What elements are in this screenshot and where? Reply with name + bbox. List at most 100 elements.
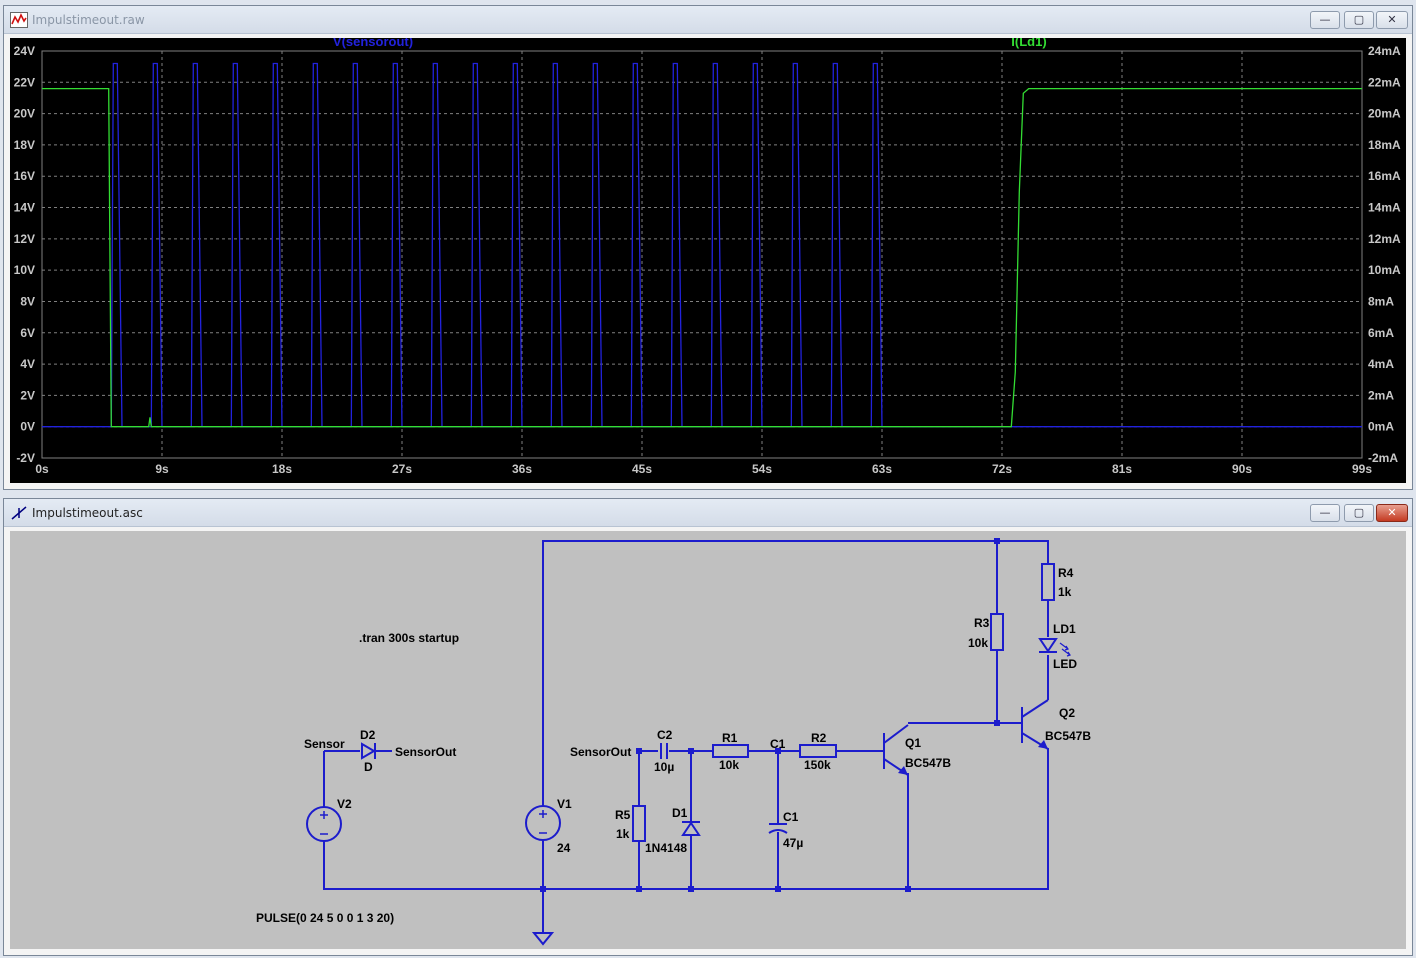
y-tick-label-right: 12mA	[1368, 232, 1401, 246]
plot-window-titlebar[interactable]: Impulstimeout.raw — ▢ ✕	[4, 6, 1412, 34]
legend-i-ld1[interactable]: I(Ld1)	[1011, 38, 1046, 49]
c1-name[interactable]: C1	[783, 810, 799, 824]
y-tick-label-right: 22mA	[1368, 75, 1401, 89]
y-tick-label-left: 22V	[14, 75, 35, 89]
y-tick-label-left: 16V	[14, 169, 35, 183]
minimize-button[interactable]: —	[1310, 11, 1340, 29]
close-button[interactable]: ✕	[1376, 504, 1408, 522]
schematic-window-title: Impulstimeout.asc	[32, 506, 143, 520]
transistor-q2[interactable]	[1021, 699, 1049, 750]
close-button[interactable]: ✕	[1376, 11, 1408, 29]
r3-name[interactable]: R3	[974, 616, 990, 630]
y-tick-label-left: 0V	[20, 420, 35, 434]
diode-d1[interactable]	[681, 821, 701, 836]
c1-value[interactable]: 47µ	[783, 836, 803, 850]
y-tick-label-right: 18mA	[1368, 138, 1401, 152]
y-tick-label-right: 6mA	[1368, 326, 1394, 340]
y-tick-label-right: 10mA	[1368, 263, 1401, 277]
net-label-c1[interactable]: C1	[770, 737, 786, 751]
y-tick-label-left: 6V	[20, 326, 35, 340]
x-tick-label: 18s	[272, 462, 292, 476]
voltage-source-v1[interactable]	[525, 805, 561, 841]
q2-name[interactable]: Q2	[1059, 706, 1075, 720]
resistor-r5[interactable]	[632, 805, 646, 842]
d2-value[interactable]: D	[364, 760, 373, 774]
x-tick-label: 36s	[512, 462, 532, 476]
y-tick-label-right: 24mA	[1368, 44, 1401, 58]
c2-value[interactable]: 10µ	[654, 760, 674, 774]
x-tick-label: 45s	[632, 462, 652, 476]
y-tick-label-left: 2V	[20, 388, 35, 402]
ld1-value[interactable]: LED	[1053, 657, 1077, 671]
x-tick-label: 54s	[752, 462, 772, 476]
y-tick-label-right: -2mA	[1368, 451, 1398, 465]
q1-value[interactable]: BC547B	[905, 756, 951, 770]
net-label-sensor[interactable]: Sensor	[304, 737, 345, 751]
resistor-r2[interactable]	[799, 744, 837, 758]
maximize-button[interactable]: ▢	[1344, 11, 1374, 29]
resistor-r3[interactable]	[990, 613, 1004, 651]
pulse-spec[interactable]: PULSE(0 24 5 0 0 1 3 20)	[256, 911, 394, 925]
d1-name[interactable]: D1	[672, 806, 688, 820]
y-tick-label-right: 2mA	[1368, 388, 1394, 402]
y-tick-label-left: -2V	[16, 451, 35, 465]
ground-symbol[interactable]	[531, 932, 555, 946]
y-tick-label-left: 8V	[20, 294, 35, 308]
plot-frame	[41, 50, 1363, 459]
r5-name[interactable]: R5	[615, 808, 631, 822]
q1-name[interactable]: Q1	[905, 736, 921, 750]
x-tick-label: 27s	[392, 462, 412, 476]
tran-directive[interactable]: .tran 300s startup	[359, 631, 459, 645]
x-tick-label: 72s	[992, 462, 1012, 476]
v1-name[interactable]: V1	[557, 797, 572, 811]
capacitor-c1[interactable]	[768, 823, 788, 834]
y-tick-label-left: 10V	[14, 263, 35, 277]
legend-v-sensorout[interactable]: V(sensorout)	[333, 38, 413, 49]
schematic-drawing[interactable]: .tran 300s startup PULSE(0 24 5 0 0 1 3 …	[10, 531, 1406, 951]
ld1-name[interactable]: LD1	[1053, 622, 1076, 636]
x-tick-label: 81s	[1112, 462, 1132, 476]
v1-value[interactable]: 24	[557, 841, 571, 855]
d2-name[interactable]: D2	[360, 728, 376, 742]
y-tick-label-right: 16mA	[1368, 169, 1401, 183]
y-tick-label-left: 12V	[14, 232, 35, 246]
resistor-r1[interactable]	[712, 744, 749, 758]
minimize-button[interactable]: —	[1310, 504, 1340, 522]
r3-value[interactable]: 10k	[968, 636, 988, 650]
y-tick-label-right: 20mA	[1368, 107, 1401, 121]
y-tick-label-left: 20V	[14, 107, 35, 121]
y-tick-label-left: 4V	[20, 357, 35, 371]
schematic-canvas[interactable]: .tran 300s startup PULSE(0 24 5 0 0 1 3 …	[10, 531, 1406, 949]
q2-value[interactable]: BC547B	[1045, 729, 1091, 743]
led-ld1[interactable]	[1038, 638, 1071, 657]
d1-value[interactable]: 1N4148	[645, 841, 687, 855]
c2-name[interactable]: C2	[657, 728, 673, 742]
schematic-icon	[11, 506, 27, 520]
voltage-source-v2[interactable]	[306, 806, 342, 842]
resistor-r4[interactable]	[1041, 563, 1055, 601]
r1-name[interactable]: R1	[722, 731, 738, 745]
r2-value[interactable]: 150k	[804, 758, 831, 772]
series-line-v-sensorout[interactable]	[42, 62, 1362, 428]
series-line-i-ld1[interactable]	[42, 87, 1362, 428]
net-label-sensorout[interactable]: SensorOut	[395, 745, 456, 759]
r5-value[interactable]: 1k	[616, 827, 630, 841]
r1-value[interactable]: 10k	[719, 758, 739, 772]
r2-name[interactable]: R2	[811, 731, 827, 745]
schematic-window[interactable]: Impulstimeout.asc — ▢ ✕	[3, 498, 1413, 956]
r4-value[interactable]: 1k	[1058, 585, 1072, 599]
capacitor-c2[interactable]	[660, 743, 668, 759]
v2-name[interactable]: V2	[337, 797, 352, 811]
diode-d2[interactable]	[361, 742, 376, 760]
x-tick-label: 99s	[1352, 462, 1372, 476]
y-tick-label-right: 4mA	[1368, 357, 1394, 371]
net-label-sensorout-2[interactable]: SensorOut	[570, 745, 631, 759]
transistor-q1[interactable]	[883, 724, 909, 776]
r4-name[interactable]: R4	[1058, 566, 1074, 580]
y-tick-label-right: 8mA	[1368, 294, 1394, 308]
schematic-window-titlebar[interactable]: Impulstimeout.asc — ▢ ✕	[4, 499, 1412, 527]
maximize-button[interactable]: ▢	[1344, 504, 1374, 522]
